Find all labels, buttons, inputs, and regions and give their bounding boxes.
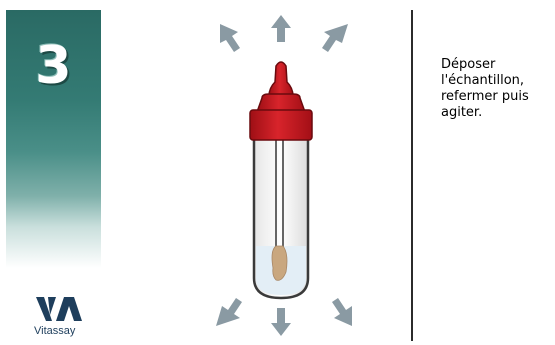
instruction-line: l'échantillon, <box>441 73 555 89</box>
shake-arrows-bottom-icon <box>216 298 352 336</box>
logo-text: Vitassay <box>34 325 98 337</box>
divider-line <box>411 10 413 341</box>
sample-swab-icon <box>272 246 287 280</box>
vitassay-logo: Vitassay <box>34 295 98 341</box>
instruction-line: refermer puis <box>441 89 555 105</box>
instruction-line: agiter. <box>441 105 555 121</box>
tube-illustration <box>190 10 380 341</box>
test-tube-icon <box>254 135 308 298</box>
shake-arrows-top-icon <box>220 15 348 52</box>
logo-mark-icon <box>34 295 98 325</box>
instruction-text: Déposer l'échantillon, refermer puis agi… <box>441 57 555 121</box>
step-number-panel: 3 <box>6 10 101 268</box>
dropper-cap-icon <box>250 62 312 140</box>
step-number: 3 <box>6 36 101 96</box>
instruction-line: Déposer <box>441 57 555 73</box>
